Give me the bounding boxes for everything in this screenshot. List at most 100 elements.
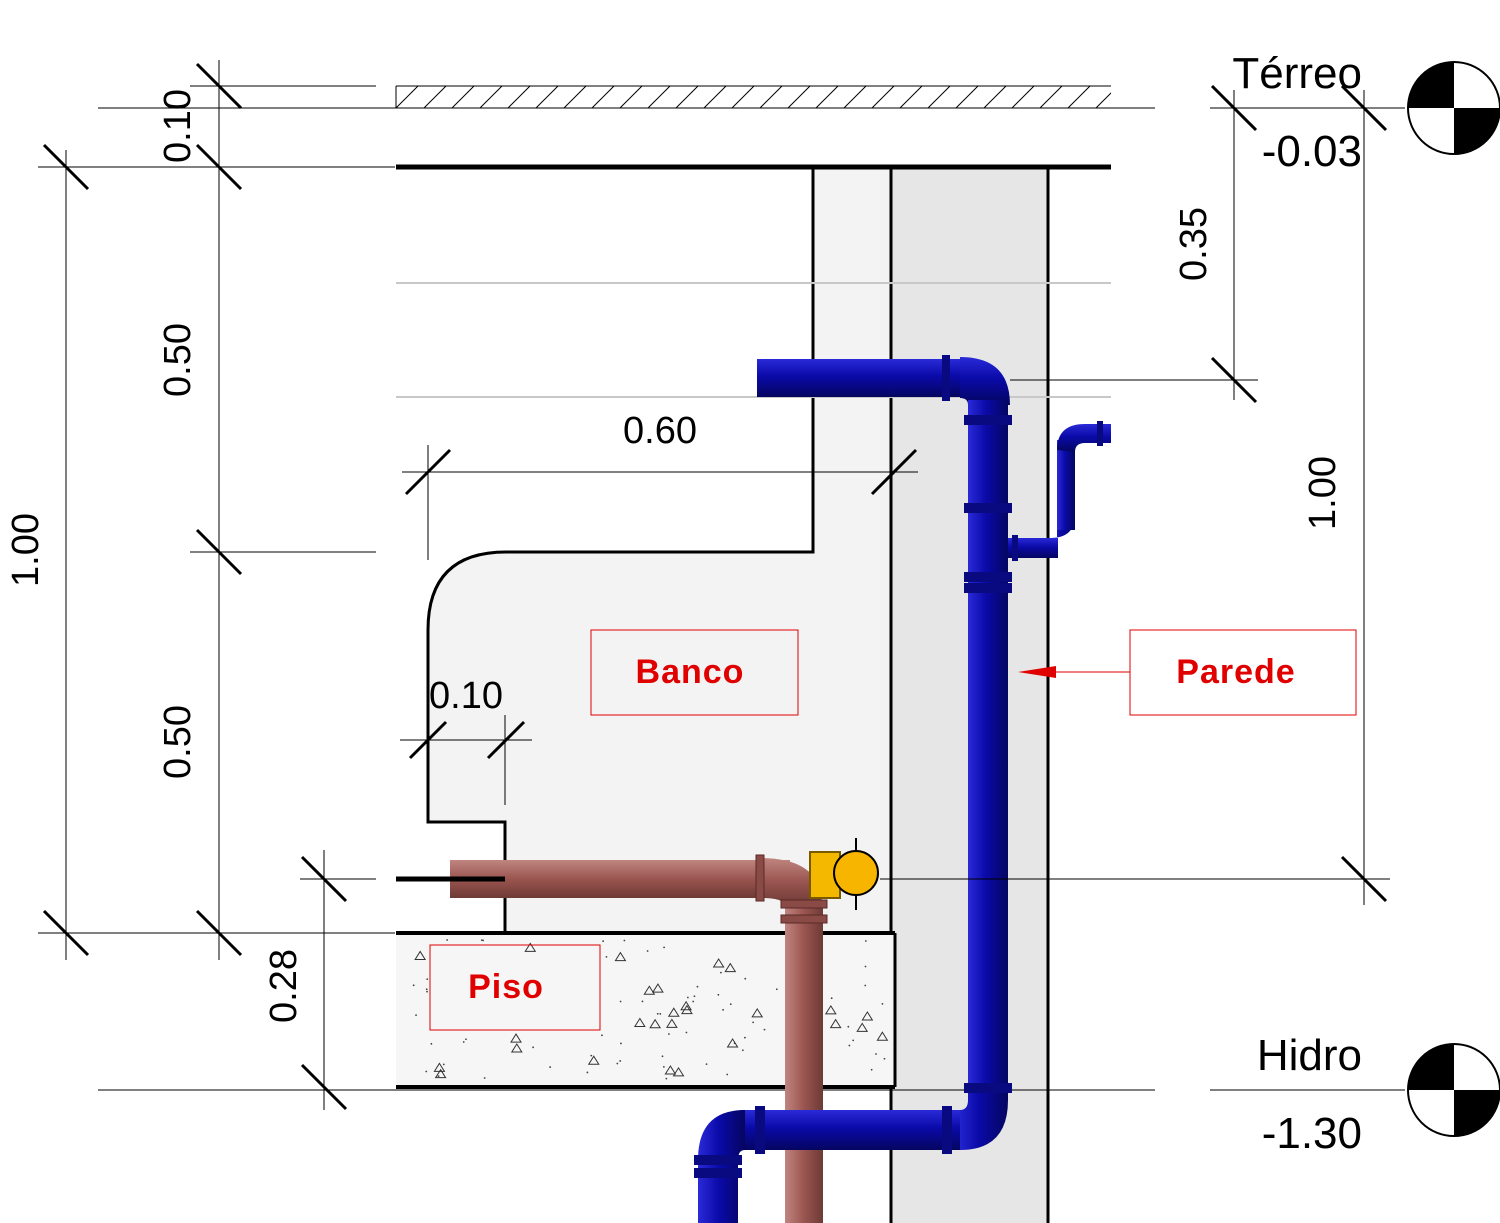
drain-elbow — [760, 858, 822, 905]
aggregate-dot — [601, 1034, 603, 1037]
level-top-name: Térreo — [1232, 49, 1362, 98]
aggregate-dot — [646, 950, 649, 952]
aggregate-mark — [414, 950, 427, 960]
water-socket-riser-2 — [964, 503, 1012, 513]
aggregate-dot — [717, 993, 720, 996]
tag-bench: Banco — [636, 653, 745, 691]
bench — [426, 165, 893, 935]
water-socket-bottom-4 — [694, 1168, 742, 1178]
water-socket-bottom-2 — [755, 1106, 765, 1154]
aggregate-mark — [724, 962, 737, 973]
aggregate-dot — [430, 1042, 433, 1045]
slab-hatch — [396, 86, 1111, 108]
aggregate-dot — [870, 1068, 873, 1071]
water-pipe-bottom-horizontal — [740, 1110, 960, 1150]
aggregate-dot — [685, 1031, 688, 1034]
aggregate-dot — [425, 1070, 428, 1073]
aggregate-dot — [883, 1057, 886, 1060]
aggregate-dot — [726, 1073, 729, 1076]
aggregate-mark — [510, 1033, 522, 1043]
tag-floor: Piso — [468, 968, 544, 1006]
tag-wall-arrowhead — [1018, 666, 1056, 678]
aggregate-dot — [659, 1013, 662, 1015]
aggregate-dot — [864, 984, 867, 987]
aggregate-dot — [442, 1063, 445, 1066]
drain-socket-3 — [780, 914, 828, 924]
aggregate-dot — [426, 978, 429, 981]
aggregate-mark — [712, 958, 725, 968]
aggregate-dot — [741, 1049, 744, 1052]
aggregate-dot — [720, 971, 722, 974]
aggregate-dot — [641, 1000, 644, 1003]
aggregate-mark — [434, 1068, 447, 1079]
aggregate-dot — [752, 1021, 755, 1024]
aggregate-mark — [524, 942, 537, 952]
water-branch-socket-2 — [1012, 535, 1018, 561]
aggregate-mark — [856, 1022, 869, 1032]
aggregate-dot — [437, 1075, 440, 1078]
aggregate-dot — [875, 1053, 877, 1055]
aggregate-mark — [876, 1031, 889, 1041]
drain-pipe-horizontal — [450, 860, 790, 898]
aggregate-mark — [680, 1000, 693, 1011]
aggregate-dot — [483, 1077, 486, 1079]
aggregate-dot — [744, 1036, 746, 1039]
aggregate-mark — [652, 983, 664, 993]
aggregate-dot — [661, 1055, 664, 1058]
water-pipe-top-horizontal — [757, 359, 967, 397]
aggregate-mark — [672, 1066, 685, 1077]
aggregate-mark — [633, 1017, 646, 1028]
dimension-ticks — [42, 62, 1388, 1111]
aggregate-mark — [861, 1011, 874, 1021]
aggregate-dot — [881, 1002, 884, 1005]
aggregate-dot — [619, 1060, 622, 1062]
dim-toe-recess: 0.10 — [429, 675, 503, 717]
aggregate-dot — [415, 1014, 417, 1017]
dim-lower-height: 0.50 — [157, 705, 199, 779]
aggregate-mark — [664, 1065, 677, 1075]
aggregate-dot — [696, 985, 699, 988]
valve-handle — [833, 850, 879, 896]
aggregate-dot — [465, 1038, 467, 1041]
aggregate-mark — [649, 1018, 662, 1029]
tag-floor-box — [429, 944, 601, 1031]
level-top-symbol — [1407, 61, 1500, 155]
aggregate-dot — [763, 1028, 766, 1031]
aggregate-mark — [433, 1062, 446, 1072]
aggregate-mark — [829, 1018, 842, 1029]
water-elbow-bottom — [955, 1093, 1008, 1150]
aggregate-dot — [830, 997, 833, 1000]
dim-slab-thickness: 0.10 — [157, 89, 199, 163]
aggregate-dot — [662, 1065, 665, 1068]
aggregate-dot — [482, 939, 484, 942]
aggregate-dot — [656, 1012, 659, 1015]
dim-floor-thickness: 0.28 — [263, 949, 305, 1023]
aggregate-dot — [668, 1033, 670, 1035]
tag-wall: Parede — [1176, 653, 1295, 691]
aggregate-dot — [446, 939, 449, 941]
floor-aggregate — [412, 939, 889, 1080]
aggregate-dot — [693, 995, 696, 998]
aggregate-mark — [681, 1004, 693, 1015]
drain-socket-1 — [755, 854, 765, 902]
dim-top-pipe-drop: 0.35 — [1173, 207, 1215, 281]
aggregate-dot — [549, 1066, 552, 1068]
water-socket-riser-1 — [964, 415, 1012, 425]
aggregate-dot — [426, 990, 428, 993]
water-elbow-top — [960, 357, 1010, 405]
aggregate-mark — [643, 985, 656, 995]
aggregate-dot — [620, 1042, 622, 1045]
aggregate-dot — [602, 940, 605, 943]
aggregate-dot — [425, 988, 428, 991]
aggregate-dot — [744, 977, 747, 980]
aggregate-dot — [729, 1003, 732, 1006]
aggregate-mark — [751, 1007, 764, 1018]
dim-total-height-left: 1.00 — [5, 513, 47, 587]
aggregate-dot — [722, 1008, 724, 1011]
water-branch-vertical — [1057, 440, 1075, 530]
aggregate-mark — [667, 1007, 680, 1017]
aggregate-dot — [864, 965, 867, 968]
aggregate-mark — [587, 1055, 600, 1065]
drain-socket-2 — [780, 899, 828, 909]
